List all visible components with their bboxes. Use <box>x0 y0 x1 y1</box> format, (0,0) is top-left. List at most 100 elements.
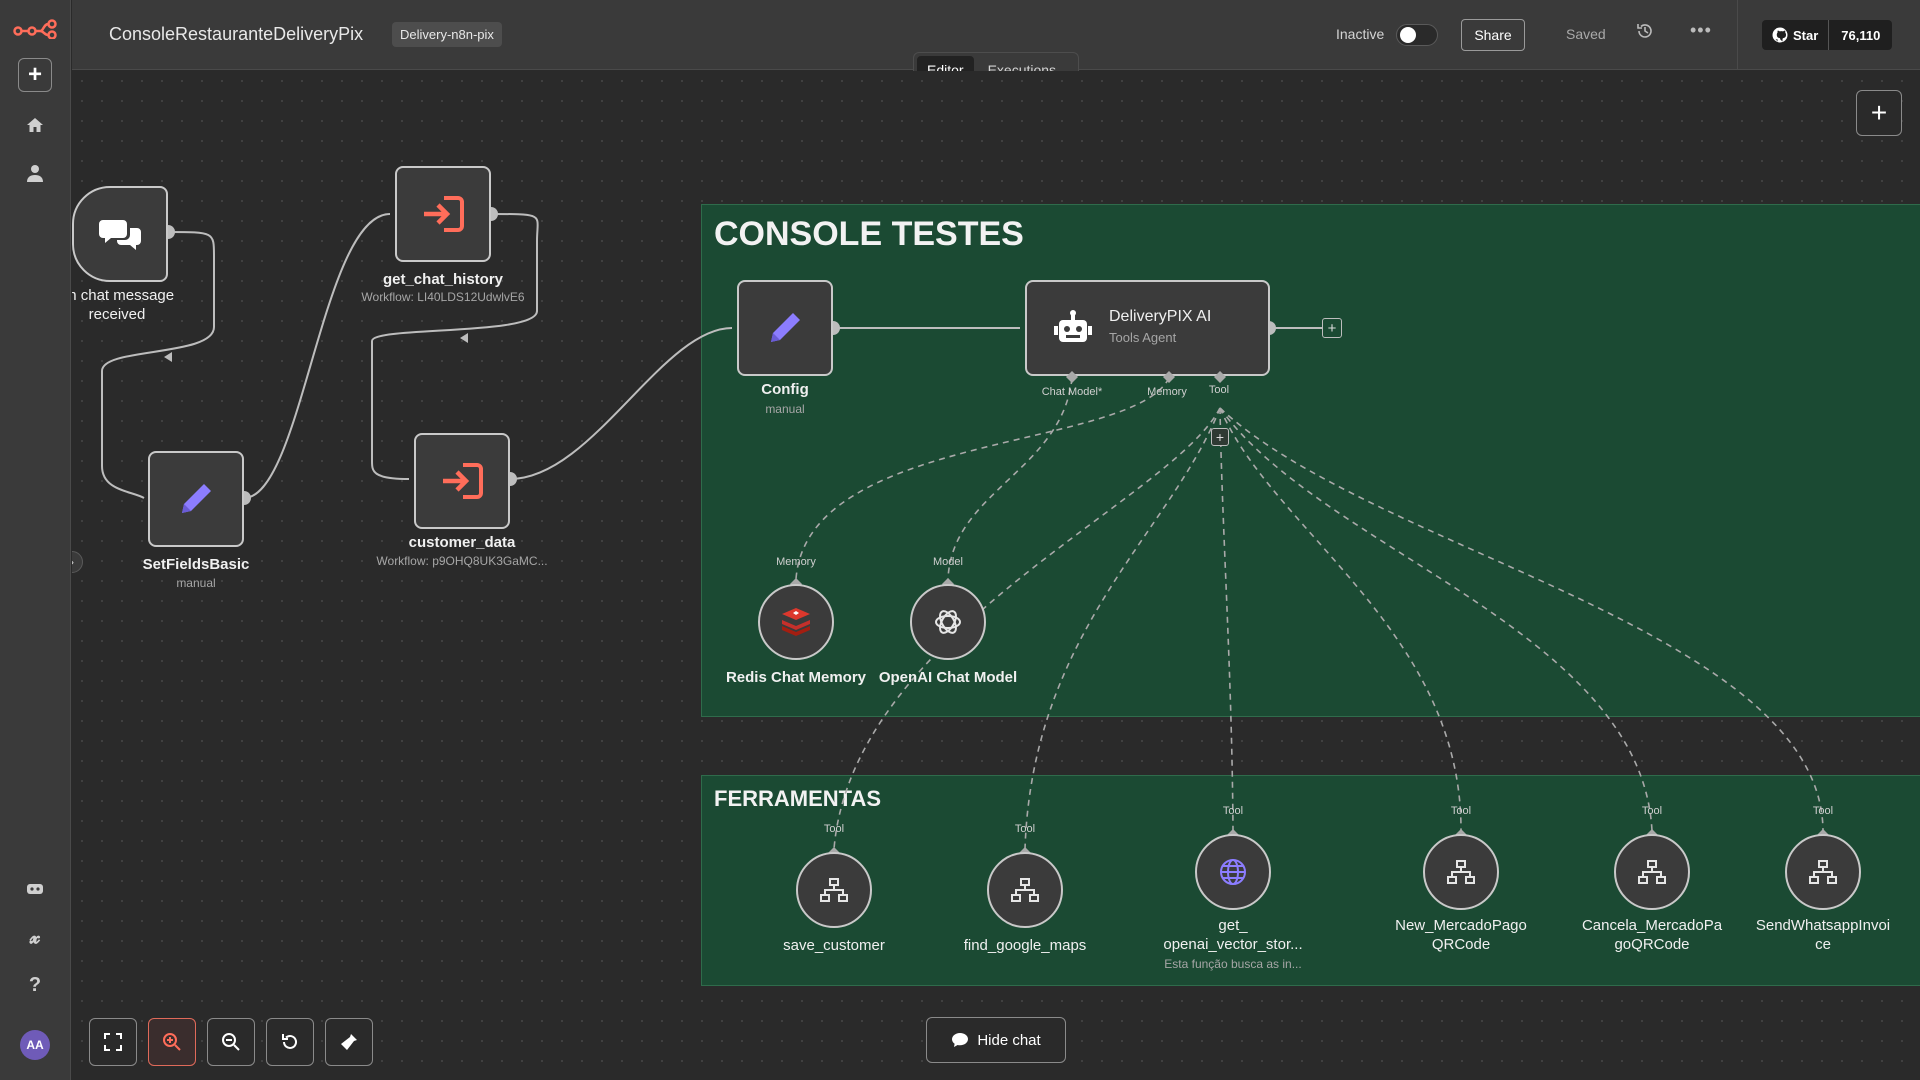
hide-chat-button[interactable]: Hide chat <box>926 1017 1066 1063</box>
execute-workflow-icon <box>443 463 483 499</box>
setfields-sub: manual <box>176 576 216 590</box>
sticky-console-testes[interactable]: CONSOLE TESTES <box>701 204 1920 717</box>
tool-find-google-maps-node[interactable] <box>987 852 1063 928</box>
tool-new-mercadopago-node[interactable] <box>1423 834 1499 910</box>
globe-icon <box>1220 859 1246 885</box>
tool-cancela-mercadopago-node[interactable] <box>1614 834 1690 910</box>
get-chat-history-label: get_chat_history <box>382 271 504 288</box>
chat-bubbles-icon <box>99 220 141 250</box>
customer-data-node[interactable] <box>414 433 510 529</box>
templates-icon[interactable] <box>18 872 52 906</box>
port-tool: Tool <box>1208 384 1230 396</box>
saved-status: Saved <box>1566 26 1606 42</box>
header-divider <box>1737 0 1738 70</box>
add-tool-button[interactable]: + <box>1211 428 1229 446</box>
connection-customer-data-config <box>509 327 733 480</box>
connection-agent-tool-2 <box>1024 407 1221 850</box>
openai-icon <box>935 610 961 634</box>
connections-layer <box>101 207 1824 850</box>
connection-agent-tool-1 <box>833 407 1221 850</box>
fullscreen-icon <box>104 1033 122 1051</box>
setfields-label: SetFieldsBasic <box>142 556 250 573</box>
execute-workflow-icon <box>424 196 464 232</box>
agent-label: DeliveryPIX AI <box>1109 308 1212 325</box>
agent-sub: Tools Agent <box>1109 330 1177 345</box>
robot-icon <box>1053 310 1093 351</box>
variables-icon[interactable]: 𝔁 <box>29 925 41 948</box>
zoom-in-icon <box>163 1033 181 1051</box>
http-request-icon <box>820 878 848 902</box>
add-workflow-button[interactable]: + <box>18 58 52 92</box>
add-next-node-button[interactable]: + <box>1322 318 1342 338</box>
get-chat-history-node[interactable] <box>395 166 491 262</box>
github-star-button[interactable]: Star <box>1762 20 1830 50</box>
github-icon <box>1772 27 1788 43</box>
n8n-logo-icon[interactable] <box>12 12 58 46</box>
openai-port-label: Model <box>933 556 963 568</box>
redis-memory-node[interactable] <box>758 584 834 660</box>
customer-data-sub: Workflow: p9OHQ8UK3GaMC... <box>376 554 548 568</box>
pencil-icon <box>771 313 800 342</box>
github-star-label: Star <box>1793 27 1819 43</box>
connection-agent-tool-4 <box>1219 407 1462 832</box>
port-chat-model: Chat Model* <box>1041 386 1103 398</box>
sticky-ferramentas[interactable]: FERRAMENTAS <box>701 775 1920 986</box>
workflow-tag[interactable]: Delivery-n8n-pix <box>392 22 502 47</box>
tidy-up-button[interactable] <box>325 1018 373 1066</box>
setfields-node[interactable] <box>148 451 244 547</box>
pencil-icon <box>182 484 211 513</box>
sticky-title-console: CONSOLE TESTES <box>714 215 1024 253</box>
redis-memory-label: Redis Chat Memory <box>725 669 867 686</box>
tool-find-google-maps-label: find_google_maps <box>963 937 1087 954</box>
redis-port-label: Memory <box>776 556 816 568</box>
github-star-widget[interactable]: Star 76,110 <box>1762 20 1893 50</box>
more-options-icon[interactable]: ••• <box>1690 20 1712 40</box>
fit-view-button[interactable] <box>89 1018 137 1066</box>
workflow-canvas[interactable]: › CONSOLE TESTES FERRAMENTAS <box>72 71 1920 1080</box>
tool-cancela-mercadopago-label: Cancela_MercadoPa goQRCode <box>1581 917 1723 953</box>
connection-trigger-setfields <box>101 231 215 499</box>
user-icon[interactable] <box>18 156 52 190</box>
tool-port-label: Tool <box>1812 805 1834 817</box>
zoom-out-icon <box>222 1033 240 1051</box>
tool-save-customer-label: save_customer <box>783 937 885 954</box>
zoom-out-button[interactable] <box>207 1018 255 1066</box>
config-label: Config <box>761 381 809 398</box>
redis-icon <box>782 608 810 636</box>
http-request-icon <box>1011 878 1039 902</box>
reset-zoom-button[interactable] <box>266 1018 314 1066</box>
share-button[interactable]: Share <box>1461 19 1525 51</box>
tool-port-label: Tool <box>1641 805 1663 817</box>
config-node[interactable] <box>737 280 833 376</box>
chat-trigger-node[interactable] <box>72 186 168 282</box>
help-icon[interactable]: ? <box>28 973 42 996</box>
port-memory: Memory <box>1147 386 1187 398</box>
active-toggle[interactable] <box>1396 24 1438 46</box>
zoom-in-button[interactable] <box>148 1018 196 1066</box>
add-node-button[interactable]: + <box>1856 90 1902 136</box>
history-icon[interactable] <box>1636 22 1654 45</box>
connection-get-chat-history-customer-data <box>371 213 539 480</box>
connection-agent-memory <box>795 377 1170 580</box>
ai-agent-node[interactable]: DeliveryPIX AI Tools Agent <box>1025 280 1270 376</box>
tool-port-label: Tool <box>1450 805 1472 817</box>
http-request-icon <box>1809 860 1837 884</box>
github-star-count: 76,110 <box>1841 27 1881 43</box>
openai-model-node[interactable] <box>910 584 986 660</box>
connection-agent-tool-3 <box>1219 407 1234 832</box>
tool-vector-store-node[interactable] <box>1195 834 1271 910</box>
user-avatar[interactable]: AA <box>20 1030 50 1060</box>
connection-agent-tool-6 <box>1219 407 1824 832</box>
workflow-name[interactable]: ConsoleRestauranteDeliveryPix <box>109 24 364 44</box>
tool-port-label: Tool <box>1222 805 1244 817</box>
tool-port-label: Tool <box>823 823 845 835</box>
tool-send-whatsapp-node[interactable] <box>1785 834 1861 910</box>
hide-chat-label: Hide chat <box>977 1031 1041 1049</box>
get-chat-history-sub: Workflow: LI40LDS12UdwlvE6 <box>361 290 525 304</box>
broom-icon <box>341 1034 357 1050</box>
tool-save-customer-node[interactable] <box>796 852 872 928</box>
sticky-title-ferramentas: FERRAMENTAS <box>714 786 882 811</box>
customer-data-label: customer_data <box>408 534 516 551</box>
home-icon[interactable] <box>18 108 52 142</box>
active-status-label: Inactive <box>1336 26 1385 42</box>
